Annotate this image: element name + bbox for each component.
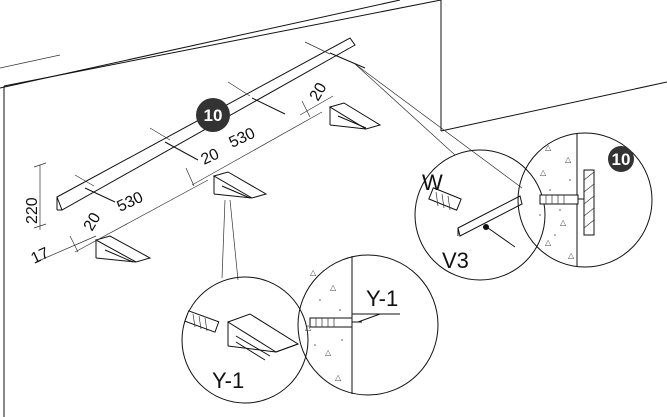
dim-20-left: 20 xyxy=(81,210,105,234)
detail-bracket-section: △ △ △ △ △ Y-1 xyxy=(297,254,439,396)
dim-20-middle: 20 xyxy=(199,146,222,169)
dim-530-right: 530 xyxy=(227,125,258,152)
svg-text:△: △ xyxy=(568,251,575,260)
shelf-board xyxy=(56,37,356,211)
svg-text:△: △ xyxy=(545,143,552,152)
detail-bracket: Y-1 xyxy=(181,276,309,404)
svg-text:△: △ xyxy=(330,283,337,292)
dim-530-left: 530 xyxy=(115,189,146,216)
detail-dowel-screw: W V3 xyxy=(414,149,546,281)
concrete-texture: △ △ △ △ △ △ xyxy=(539,143,575,260)
dowel-y1-icon xyxy=(184,310,220,333)
svg-text:△: △ xyxy=(310,268,317,277)
shelf-section xyxy=(583,169,595,236)
label-w: W xyxy=(422,170,443,195)
screw-v3-icon xyxy=(483,224,516,248)
dowel-in-wall-icon xyxy=(539,194,590,205)
shelf-screws xyxy=(74,41,366,203)
detail-wall-section: △ △ △ △ △ △ xyxy=(517,132,653,268)
dimension-lines xyxy=(33,95,334,263)
label-v3: V3 xyxy=(442,248,469,273)
dim-17: 17 xyxy=(29,245,52,268)
label-y1-right: Y-1 xyxy=(366,286,398,311)
svg-text:△: △ xyxy=(305,323,312,332)
leader-lines xyxy=(221,63,523,281)
dim-220: 220 xyxy=(24,197,41,224)
dowel-section-icon xyxy=(309,317,362,328)
svg-text:10: 10 xyxy=(612,150,631,169)
dowel-w-icon xyxy=(428,187,462,211)
svg-text:△: △ xyxy=(540,168,547,177)
bracket-y1-icon xyxy=(226,313,300,361)
bracket-left xyxy=(94,235,152,263)
concrete-texture-2: △ △ △ △ △ xyxy=(305,268,343,382)
svg-text:△: △ xyxy=(565,155,572,164)
bracket-middle xyxy=(212,171,268,199)
svg-text:△: △ xyxy=(335,373,342,382)
svg-text:△: △ xyxy=(545,238,552,247)
svg-text:△: △ xyxy=(325,348,332,357)
bracket-right xyxy=(328,102,382,130)
part-10-detail-badge: 10 xyxy=(608,146,634,172)
dim-20-right: 20 xyxy=(307,80,331,104)
svg-text:10: 10 xyxy=(204,106,223,125)
svg-text:△: △ xyxy=(560,218,567,227)
label-y1-left: Y-1 xyxy=(212,368,244,393)
part-10-badge: 10 xyxy=(196,98,230,132)
